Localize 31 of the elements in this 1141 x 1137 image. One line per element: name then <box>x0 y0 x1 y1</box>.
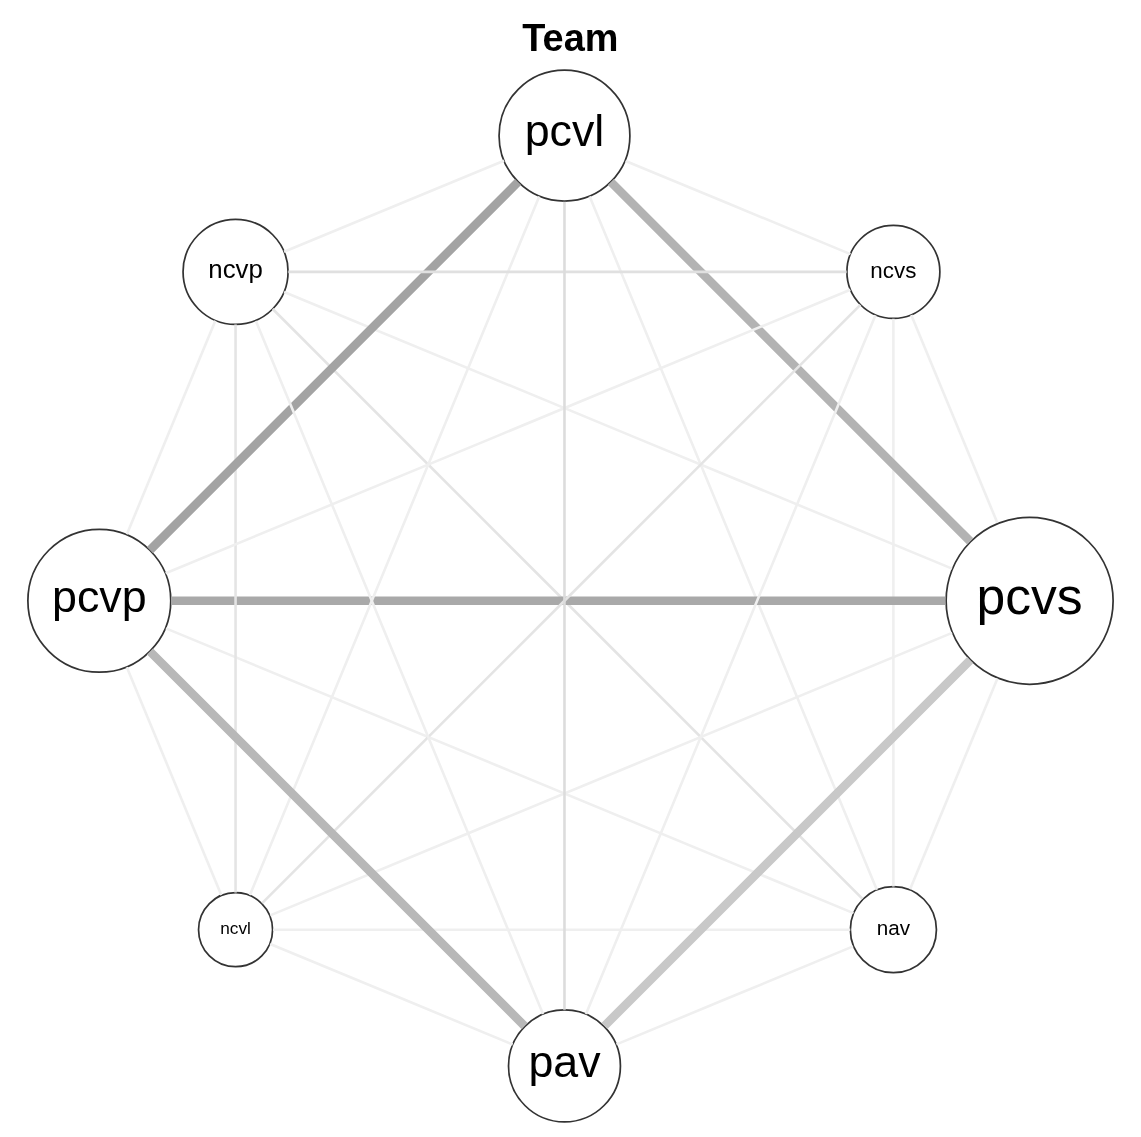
node-circle: pcvl <box>498 69 631 202</box>
connector <box>601 657 974 1029</box>
connector <box>146 648 528 1030</box>
node-circle: ncvl <box>197 891 274 968</box>
connector <box>616 945 854 1046</box>
connector <box>146 179 522 554</box>
node-circle: nav <box>849 885 938 974</box>
node-circle: ncvp <box>182 218 289 326</box>
diagram-title: Team <box>522 16 619 59</box>
connector <box>125 666 223 896</box>
connector <box>283 290 953 570</box>
connector <box>171 596 946 606</box>
node-circle: ncvs <box>846 224 941 320</box>
connector <box>248 196 541 896</box>
node-circle: pcvs <box>945 516 1114 686</box>
node-circle: pcvp <box>27 528 172 674</box>
connector <box>625 159 851 256</box>
connector <box>910 314 999 524</box>
connector <box>269 631 953 917</box>
connector <box>588 195 879 891</box>
connector <box>254 320 545 1015</box>
connector <box>607 179 974 545</box>
connector <box>125 320 217 535</box>
connector <box>269 942 514 1046</box>
connector <box>584 314 877 1015</box>
connector <box>165 288 851 575</box>
node-circle: pav <box>507 1009 622 1123</box>
connector <box>283 159 505 253</box>
connector <box>165 627 854 915</box>
connector <box>563 201 566 1010</box>
connector <box>908 678 999 890</box>
